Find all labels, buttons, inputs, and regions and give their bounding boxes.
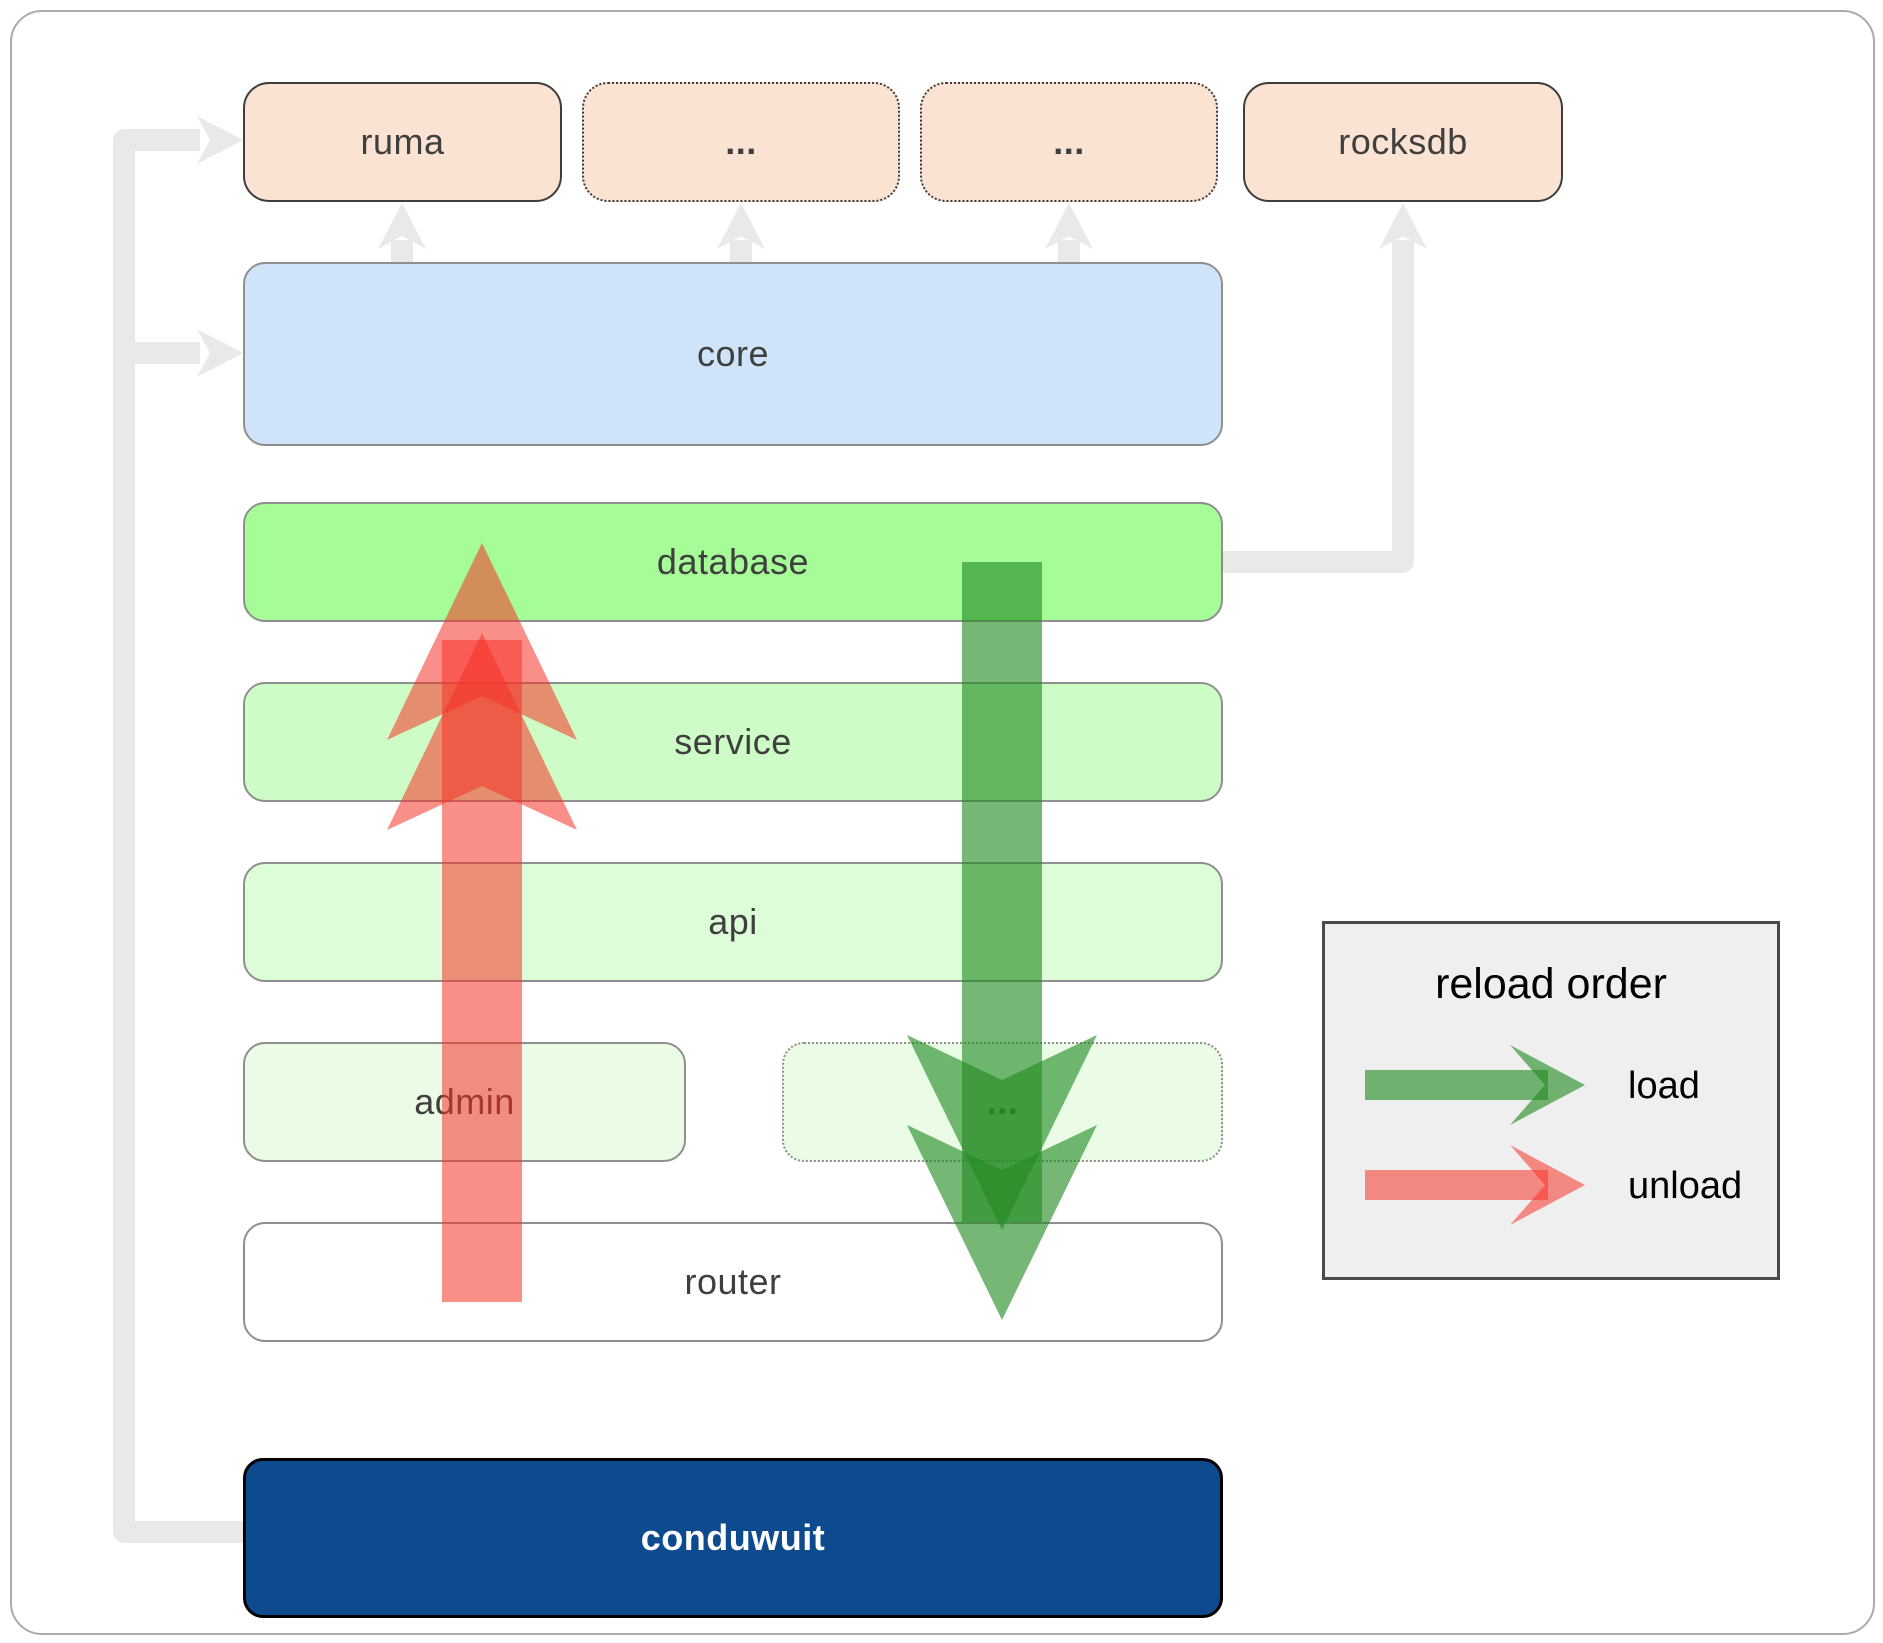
node-external-crates-2-label: ... (1053, 121, 1085, 162)
node-ruma-label: ruma (360, 121, 445, 162)
node-core-label: core (696, 333, 770, 374)
node-database: database (243, 502, 1223, 622)
legend-label-unload: unload (1628, 1165, 1743, 1207)
legend-row-load (1365, 1043, 1605, 1127)
load-arrow-icon (1365, 1045, 1585, 1125)
node-database-label: database (656, 541, 810, 582)
node-router: router (243, 1222, 1223, 1342)
node-service-label: service (674, 721, 792, 762)
arrowhead-core-to-ext1 (717, 203, 765, 249)
node-external-crates-1-label: ... (725, 121, 757, 162)
node-external-crates-1: ... (582, 82, 900, 202)
arrowhead-into-core (197, 329, 243, 377)
load-flow-arrow (907, 562, 1097, 1320)
arrowhead-core-to-ext2 (1045, 203, 1093, 249)
unload-flow-arrow (387, 543, 577, 1302)
arrowhead-into-rocksdb (1379, 203, 1427, 249)
database-to-rocksdb-connector (1223, 240, 1414, 573)
node-rocksdb-label: rocksdb (1338, 121, 1468, 162)
legend-row-unload (1365, 1143, 1605, 1227)
node-external-crates-2: ... (920, 82, 1218, 202)
node-conduwuit: conduwuit (243, 1458, 1223, 1618)
legend: reload order load unload (1322, 921, 1780, 1280)
node-core: core (243, 262, 1223, 446)
node-api: api (243, 862, 1223, 982)
legend-label-load: load (1628, 1065, 1700, 1107)
node-ruma: ruma (243, 82, 562, 202)
arrowhead-into-ruma (197, 116, 243, 164)
node-conduwuit-label: conduwuit (640, 1517, 826, 1558)
node-api-label: api (708, 901, 758, 942)
unload-arrow-icon (1365, 1145, 1585, 1225)
node-router-label: router (684, 1261, 782, 1302)
legend-title: reload order (1435, 960, 1667, 1008)
node-rocksdb: rocksdb (1243, 82, 1563, 202)
left-rail-connector (113, 129, 243, 1543)
figure-border (10, 10, 1875, 1635)
arrowhead-core-to-ruma (378, 203, 426, 249)
